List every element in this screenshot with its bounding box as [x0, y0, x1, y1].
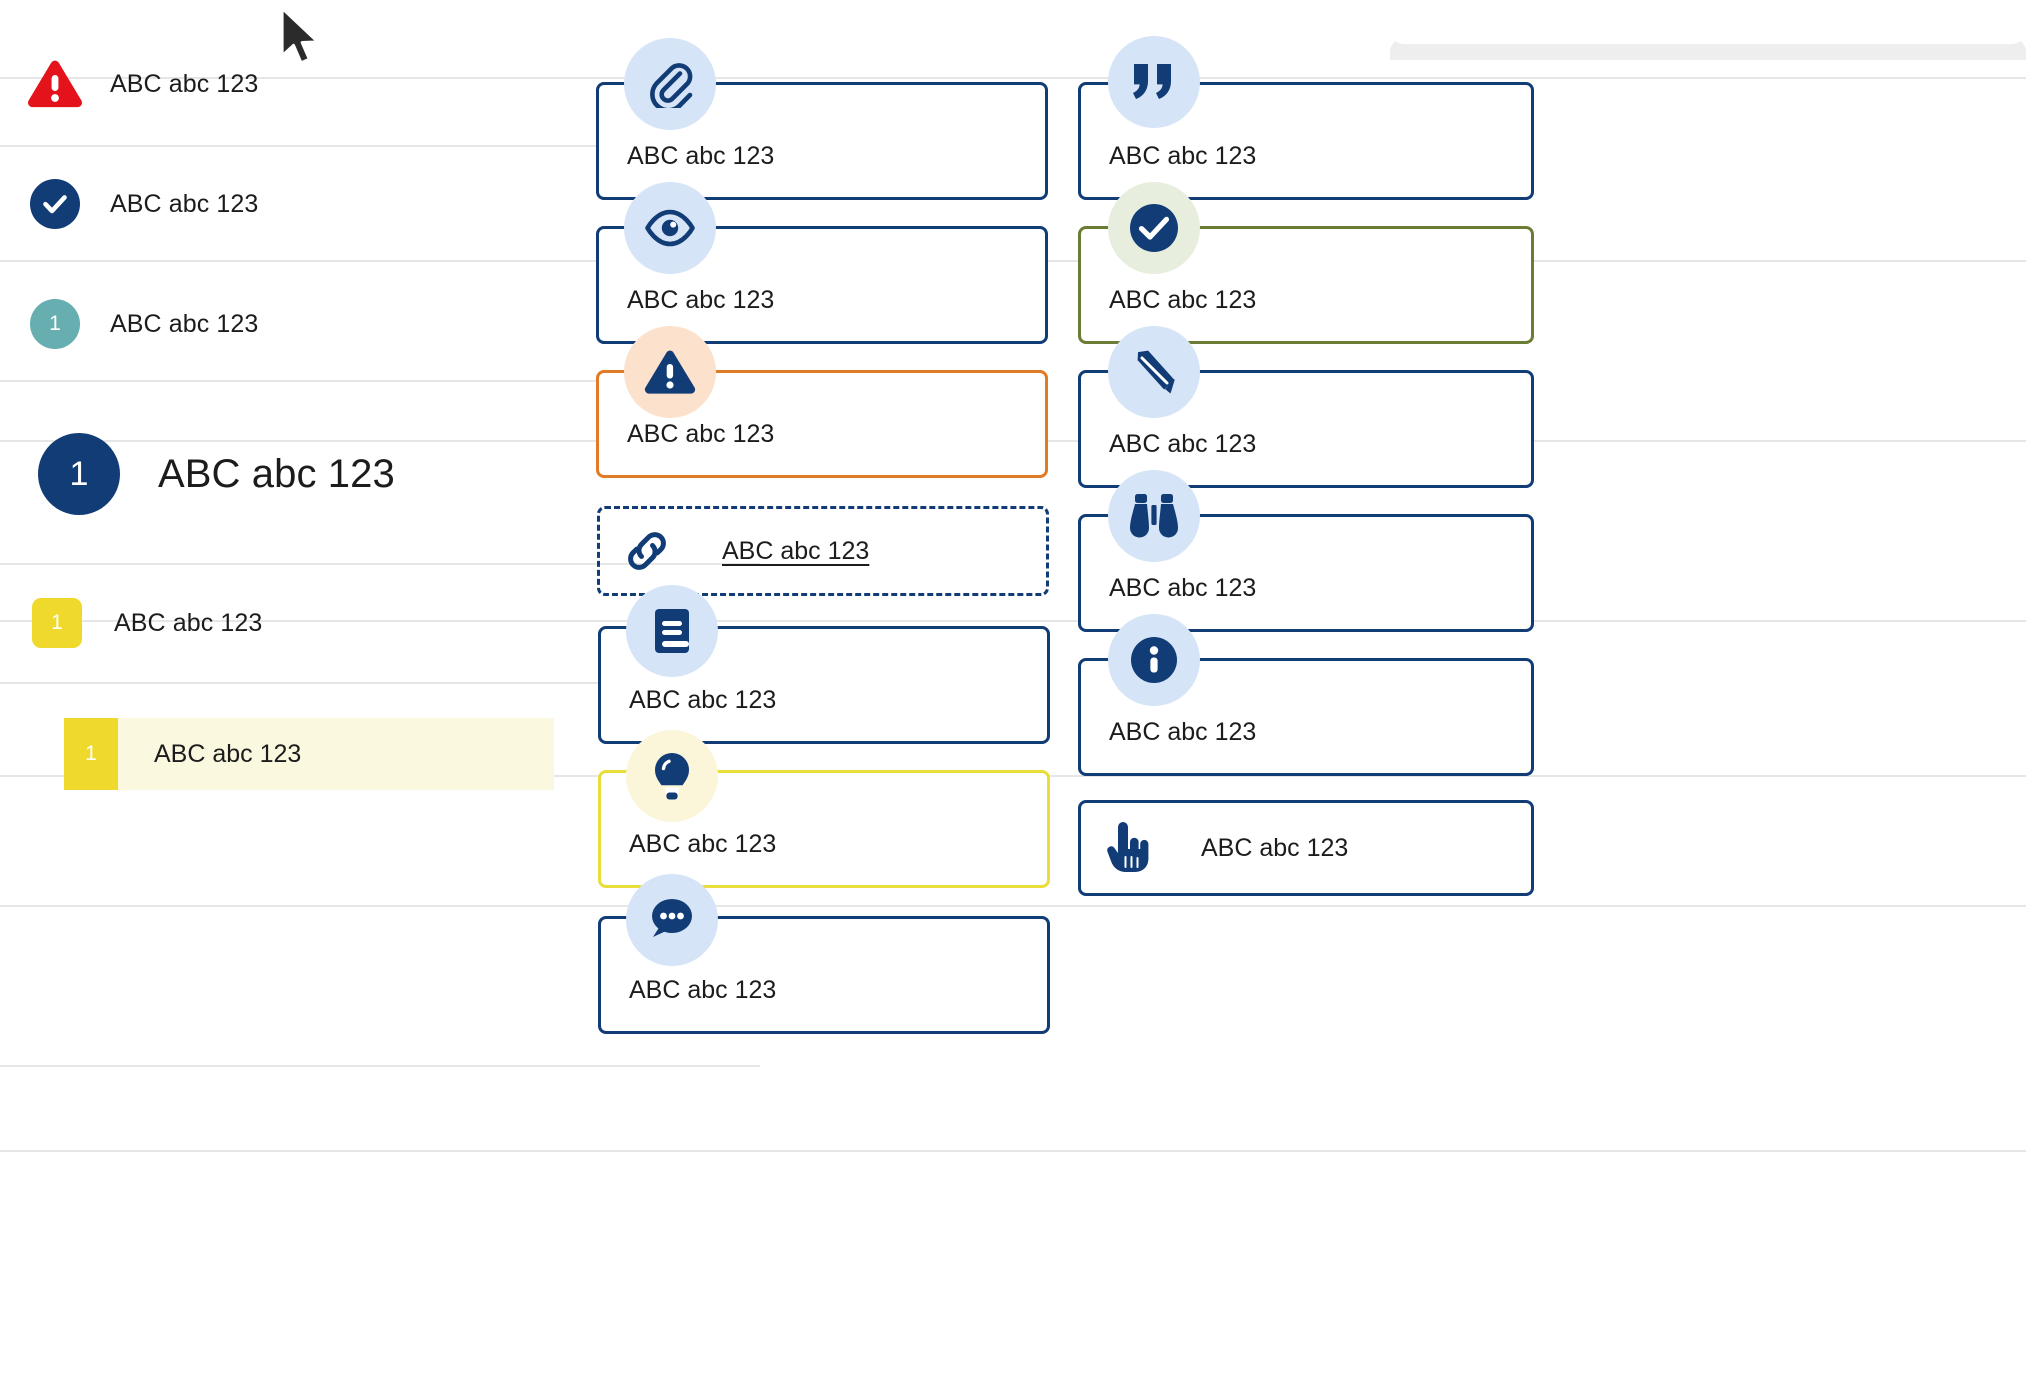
- separator: [0, 1065, 760, 1067]
- number-bar-yellow: 1: [64, 718, 118, 790]
- separator: [0, 77, 2026, 79]
- card-label: ABC abc 123: [629, 976, 777, 1004]
- sidebar-item-highlighted[interactable]: 1 ABC abc 123: [64, 718, 554, 790]
- binoculars-icon-badge[interactable]: [1108, 470, 1200, 562]
- separator: [0, 905, 2026, 907]
- info-circle-icon-badge[interactable]: [1108, 614, 1200, 706]
- pointing-hand-icon: [1105, 822, 1151, 874]
- card-label: ABC abc 123: [629, 830, 777, 858]
- binoculars-icon: [1128, 491, 1180, 541]
- separator: [0, 563, 760, 565]
- sidebar-item-label: ABC abc 123: [154, 739, 302, 768]
- check-circle-icon: [30, 179, 80, 229]
- check-circle-icon-badge[interactable]: [1108, 182, 1200, 274]
- sidebar-item-primary-count[interactable]: 1 ABC abc 123: [0, 432, 760, 516]
- eye-icon-badge[interactable]: [624, 182, 716, 274]
- sidebar-item-label: ABC abc 123: [110, 189, 259, 218]
- pencil-icon: [1129, 347, 1179, 397]
- separator: [0, 682, 760, 684]
- sidebar-item-success[interactable]: ABC abc 123: [0, 176, 760, 232]
- attachment-card[interactable]: ABC abc 123: [596, 82, 1048, 200]
- warning-triangle-icon: [644, 349, 696, 395]
- pencil-icon-badge[interactable]: [1108, 326, 1200, 418]
- number-badge-navy-lg-wrap: 1: [0, 433, 158, 515]
- link-card[interactable]: ABC abc 123: [597, 506, 1049, 596]
- card-label: ABC abc 123: [627, 142, 775, 170]
- separator: [0, 1150, 2026, 1152]
- card-label: ABC abc 123: [1109, 574, 1257, 602]
- number-badge-navy-lg: 1: [38, 433, 120, 515]
- panel-tab-overlay: [1390, 30, 2026, 44]
- sidebar-item-label-large: ABC abc 123: [158, 451, 395, 496]
- check-circle-icon: [1127, 201, 1181, 255]
- card-label: ABC abc 123: [1201, 833, 1349, 862]
- card-label: ABC abc 123: [627, 286, 775, 314]
- sidebar-item-teal-count[interactable]: 1 ABC abc 123: [0, 296, 760, 352]
- card-label: ABC abc 123: [1109, 142, 1257, 170]
- sidebar-item-label: ABC abc 123: [110, 309, 259, 338]
- card-label: ABC abc 123: [629, 686, 777, 714]
- number-badge-yellow: 1: [32, 598, 82, 648]
- info-circle-icon: [1128, 634, 1180, 686]
- eye-icon: [644, 208, 696, 248]
- quote-icon: [1129, 60, 1179, 104]
- card-label: ABC abc 123: [1109, 286, 1257, 314]
- card-label: ABC abc 123: [1109, 430, 1257, 458]
- chat-bubble-icon-badge[interactable]: [626, 874, 718, 966]
- action-card[interactable]: ABC abc 123: [1078, 800, 1534, 896]
- card-label: ABC abc 123: [627, 420, 775, 448]
- number-badge-yellow-wrap: 1: [0, 598, 114, 648]
- chat-bubble-icon: [646, 896, 698, 944]
- sidebar-item-yellow-count[interactable]: 1 ABC abc 123: [0, 595, 760, 651]
- sidebar-item-label: ABC abc 123: [110, 69, 259, 98]
- warning-triangle-icon-wrap: [0, 59, 110, 109]
- card-link-label[interactable]: ABC abc 123: [722, 536, 870, 565]
- paperclip-icon: [646, 60, 694, 108]
- warning-triangle-icon-badge[interactable]: [624, 326, 716, 418]
- separator: [0, 380, 760, 382]
- lightbulb-icon: [652, 750, 692, 802]
- number-badge-teal-wrap: 1: [0, 299, 110, 349]
- card-label: ABC abc 123: [1109, 718, 1257, 746]
- left-list: ABC abc 123 ABC abc 123 1 ABC abc 123: [0, 0, 760, 1392]
- book-icon: [651, 607, 693, 655]
- separator: [0, 620, 2026, 622]
- separator: [0, 145, 760, 147]
- quote-icon-badge[interactable]: [1108, 36, 1200, 128]
- lightbulb-icon-badge[interactable]: [626, 730, 718, 822]
- sidebar-item-warning[interactable]: ABC abc 123: [0, 56, 760, 112]
- warning-triangle-icon: [27, 59, 83, 109]
- paperclip-icon-badge[interactable]: [624, 38, 716, 130]
- book-icon-badge[interactable]: [626, 585, 718, 677]
- link-chain-icon: [622, 526, 672, 576]
- check-circle-icon-wrap: [0, 179, 110, 229]
- sidebar-item-label: ABC abc 123: [114, 608, 263, 637]
- number-badge-teal: 1: [30, 299, 80, 349]
